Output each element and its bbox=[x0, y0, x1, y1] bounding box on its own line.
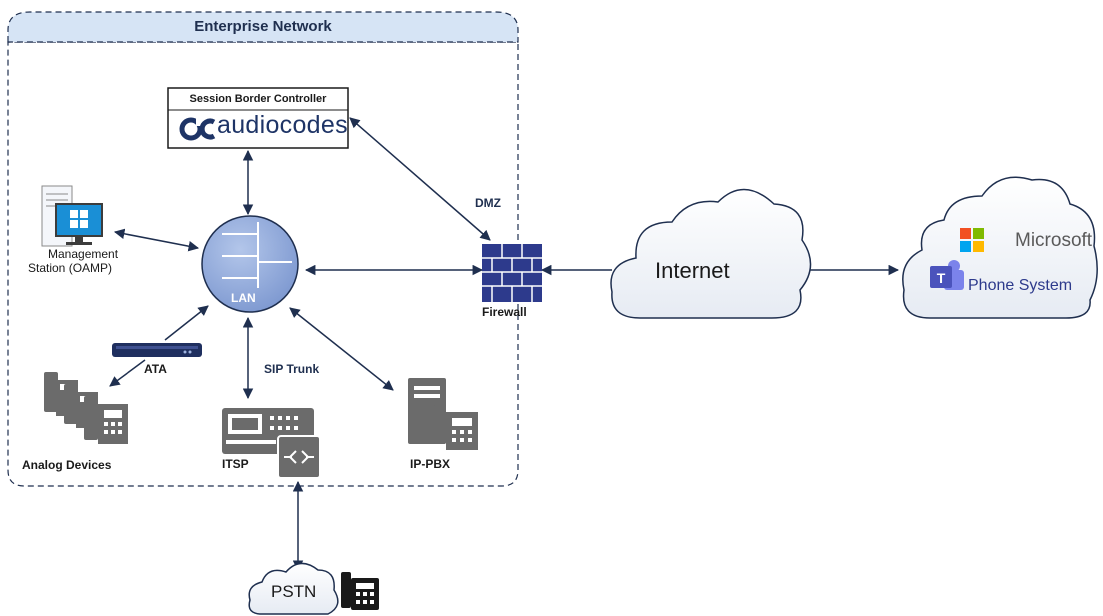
analog-devices-icon bbox=[44, 372, 128, 444]
arrow-lan-ata bbox=[164, 305, 209, 341]
arrow-lan-ippbx bbox=[289, 307, 394, 391]
lan-globe-icon bbox=[201, 215, 299, 313]
analog-devices-label: Analog Devices bbox=[22, 458, 112, 472]
pstn-cloud-shape bbox=[248, 562, 339, 615]
audiocodes-brand-text: audiocodes bbox=[217, 111, 348, 139]
microsoft-logo-icon bbox=[960, 228, 984, 252]
itsp-label: ITSP bbox=[222, 457, 249, 471]
enterprise-network-boundary bbox=[7, 41, 519, 487]
pstn-phone-icon bbox=[341, 572, 379, 610]
itsp-device-icon bbox=[222, 408, 321, 479]
arrow-sbc-firewall bbox=[349, 117, 491, 241]
enterprise-network-header bbox=[7, 11, 519, 43]
pstn-label: PSTN bbox=[271, 582, 317, 601]
teams-icon: T bbox=[930, 260, 964, 290]
firewall-label: Firewall bbox=[482, 305, 527, 319]
svg-text:T: T bbox=[937, 270, 946, 286]
lan-label: LAN bbox=[231, 291, 256, 305]
sip-trunk-label: SIP Trunk bbox=[264, 362, 320, 376]
firewall-icon bbox=[482, 244, 542, 302]
ip-pbx-label: IP-PBX bbox=[410, 457, 451, 471]
ip-pbx-icon bbox=[408, 378, 478, 450]
arrow-ata-analog bbox=[109, 359, 146, 387]
management-label-line2: Station (OAMP) bbox=[28, 261, 113, 275]
dmz-label: DMZ bbox=[475, 196, 501, 210]
management-label-line1: Management bbox=[48, 247, 119, 261]
audiocodes-logo-icon bbox=[179, 117, 216, 141]
management-station-icon bbox=[41, 185, 103, 247]
enterprise-network-title: Enterprise Network bbox=[194, 18, 332, 35]
ata-label: ATA bbox=[144, 362, 167, 376]
sbc-title: Session Border Controller bbox=[189, 93, 327, 105]
internet-cloud-icon bbox=[610, 188, 812, 319]
arrow-management-lan bbox=[113, 228, 200, 252]
ata-device-icon bbox=[112, 343, 202, 357]
phone-system-label: Phone System bbox=[968, 277, 1073, 294]
internet-label: Internet bbox=[655, 258, 730, 283]
microsoft-label: Microsoft bbox=[1015, 230, 1093, 251]
